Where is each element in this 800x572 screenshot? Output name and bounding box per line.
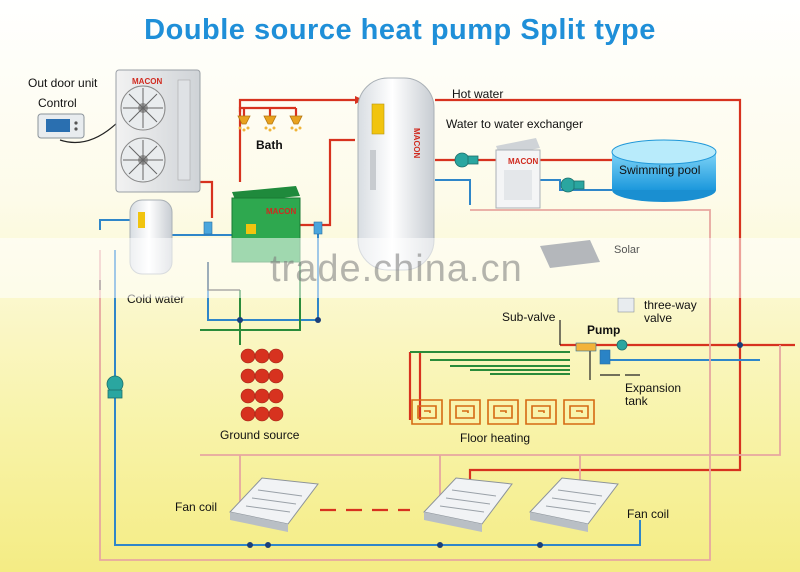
fan-coil-supply-pipe (435, 98, 742, 490)
water-to-water-exchanger: MACON (495, 138, 541, 209)
solar-label: Solar (614, 244, 640, 256)
hot-pipes (180, 96, 795, 490)
pump-label: Pump (587, 323, 621, 337)
expansion-tank-label-line1: Expansion (625, 381, 682, 395)
exchanger-pump (454, 152, 479, 168)
three-way-valve-label-line2: valve (644, 311, 673, 325)
outdoor-fan-top (120, 85, 166, 131)
watermark-band (0, 238, 800, 298)
outdoor-fan-bottom (120, 137, 166, 183)
ground-source-label: Ground source (220, 428, 300, 442)
control-label: Control (38, 96, 77, 110)
swimming-pool (611, 139, 717, 202)
bath-branch-pipe (238, 106, 298, 116)
outer-return-pipe (99, 250, 640, 561)
floor-manifold-branches (410, 351, 570, 375)
pump-icons (106, 152, 628, 399)
fan-coil-unit-3 (529, 477, 619, 532)
exchanger-bypass-pipe (470, 209, 711, 561)
unit-to-tank-pipe (300, 138, 355, 227)
ground-unit-brand: MACON (266, 207, 296, 216)
hot-water-supply-pipe (238, 98, 355, 182)
tank-brand: MACON (412, 128, 421, 158)
water-to-water-exchanger-label: Water to water exchanger (446, 117, 583, 131)
outdoor-unit-label: Out door unit (28, 76, 98, 90)
floor-pump (616, 339, 628, 351)
valve-icons (203, 221, 635, 365)
floor-heating-label: Floor heating (460, 431, 531, 445)
watermark-text: trade.china.cn (270, 248, 523, 290)
control-cable (59, 119, 121, 144)
hot-water-label: Hot water (452, 87, 504, 101)
pool-return-pipe (540, 179, 612, 191)
three-way-valve-label-line1: three-way (644, 298, 697, 312)
ground-source-coils (240, 348, 284, 422)
fan-coil-label-left: Fan coil (175, 500, 218, 514)
expansion-tank-label-line2: tank (625, 394, 648, 408)
return-pipes (99, 209, 781, 561)
fan-coil-unit-1 (229, 477, 319, 532)
sub-valve-label: Sub-valve (502, 310, 556, 324)
fan-coil-unit-2 (423, 477, 513, 532)
exchanger-return-pipe (435, 179, 471, 205)
floor-loop-pipe (408, 352, 422, 420)
fan-coil-return-pipe (200, 345, 781, 456)
outdoor-unit: MACON (115, 69, 201, 193)
return-pump (106, 375, 124, 399)
control-panel-icon (37, 113, 85, 139)
diagram-title: Double source heat pump Split type (144, 14, 656, 46)
pool-pump (560, 177, 585, 193)
floor-heating-loops (411, 399, 595, 425)
swimming-pool-label: Swimming pool (619, 163, 701, 177)
fan-coil-label-right: Fan coil (627, 507, 670, 521)
cold-inlet-pipe (99, 219, 130, 230)
bath-label: Bath (256, 138, 283, 152)
bath-shower-icons (237, 115, 303, 132)
outdoor-unit-brand: MACON (132, 77, 162, 86)
exchanger-brand: MACON (508, 157, 538, 166)
